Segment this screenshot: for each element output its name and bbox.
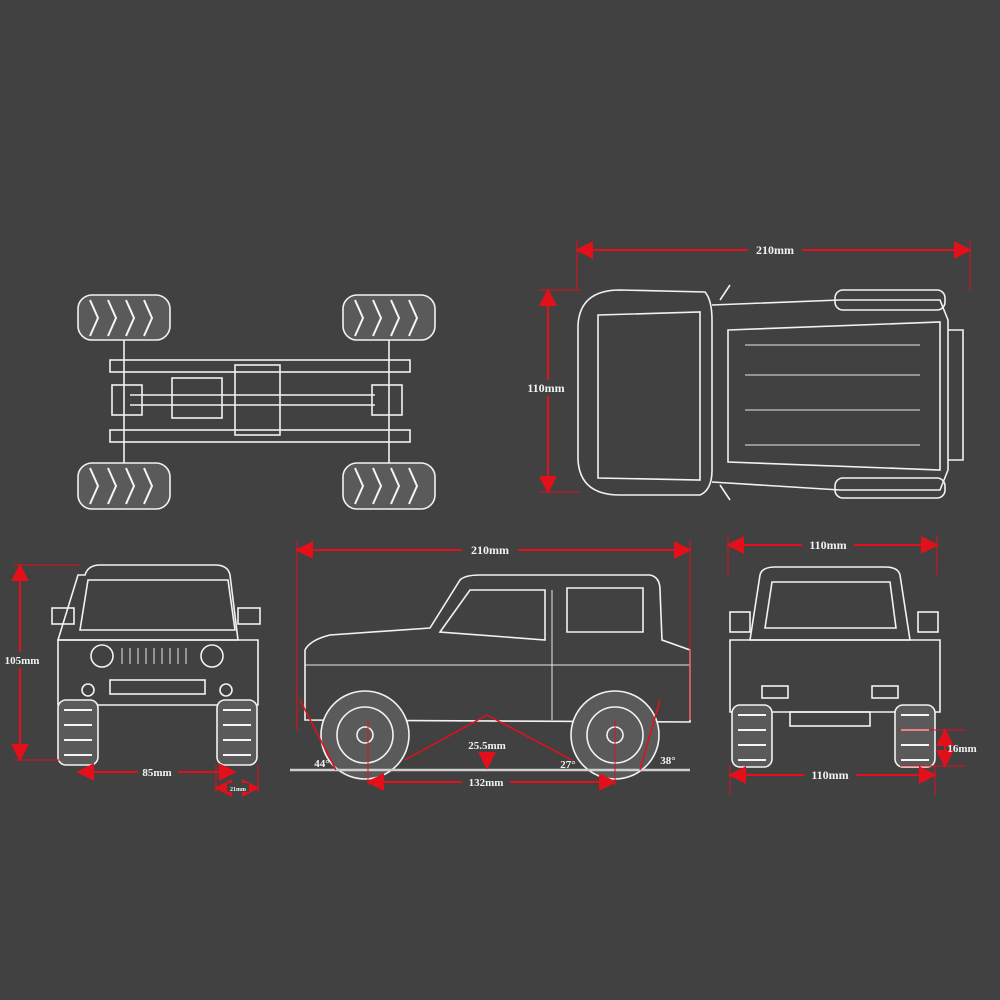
ground-clearance-dimension: 25.5mm	[468, 740, 506, 770]
ground-clearance-label: 25.5mm	[468, 740, 506, 752]
wheel	[77, 294, 171, 341]
top-width-dimension: 110mm	[518, 288, 580, 494]
side-length-dimension: 210mm	[295, 540, 692, 730]
wheel	[77, 462, 171, 510]
top-length-label: 210mm	[756, 243, 794, 257]
wheelbase-label: 132mm	[469, 777, 504, 789]
hitch-height-dimension: 16mm	[900, 728, 977, 768]
front-height-dimension: 105mm	[0, 563, 80, 762]
tire-width-dimension: 21mm	[214, 765, 260, 797]
car-rear-view	[729, 566, 941, 768]
side-length-label: 210mm	[471, 543, 509, 557]
wheel	[342, 294, 436, 341]
top-width-label: 110mm	[527, 381, 564, 395]
rear-bottom-width-dimension: 110mm	[728, 765, 937, 795]
front-height-label: 105mm	[5, 655, 40, 667]
front-track-label: 85mm	[142, 767, 171, 779]
hitch-height-label: 16mm	[947, 743, 976, 755]
car-front-view	[51, 564, 261, 766]
wheel	[342, 462, 436, 510]
breakover-angle-label: 27°	[560, 759, 575, 771]
rear-bottom-width-label: 110mm	[811, 768, 848, 782]
rear-top-width-dimension: 110mm	[726, 535, 939, 575]
car-top-view	[577, 284, 964, 501]
wheelbase-dimension: 132mm	[366, 720, 617, 791]
rear-top-width-label: 110mm	[809, 538, 846, 552]
tire-width-label: 21mm	[230, 787, 246, 793]
top-length-dimension: 210mm	[575, 240, 972, 290]
departure-angle-label: 38°	[660, 755, 675, 767]
approach-angle-label: 44°	[314, 758, 329, 770]
front-track-dimension: 85mm	[76, 763, 237, 781]
chassis-top-view	[77, 294, 436, 510]
